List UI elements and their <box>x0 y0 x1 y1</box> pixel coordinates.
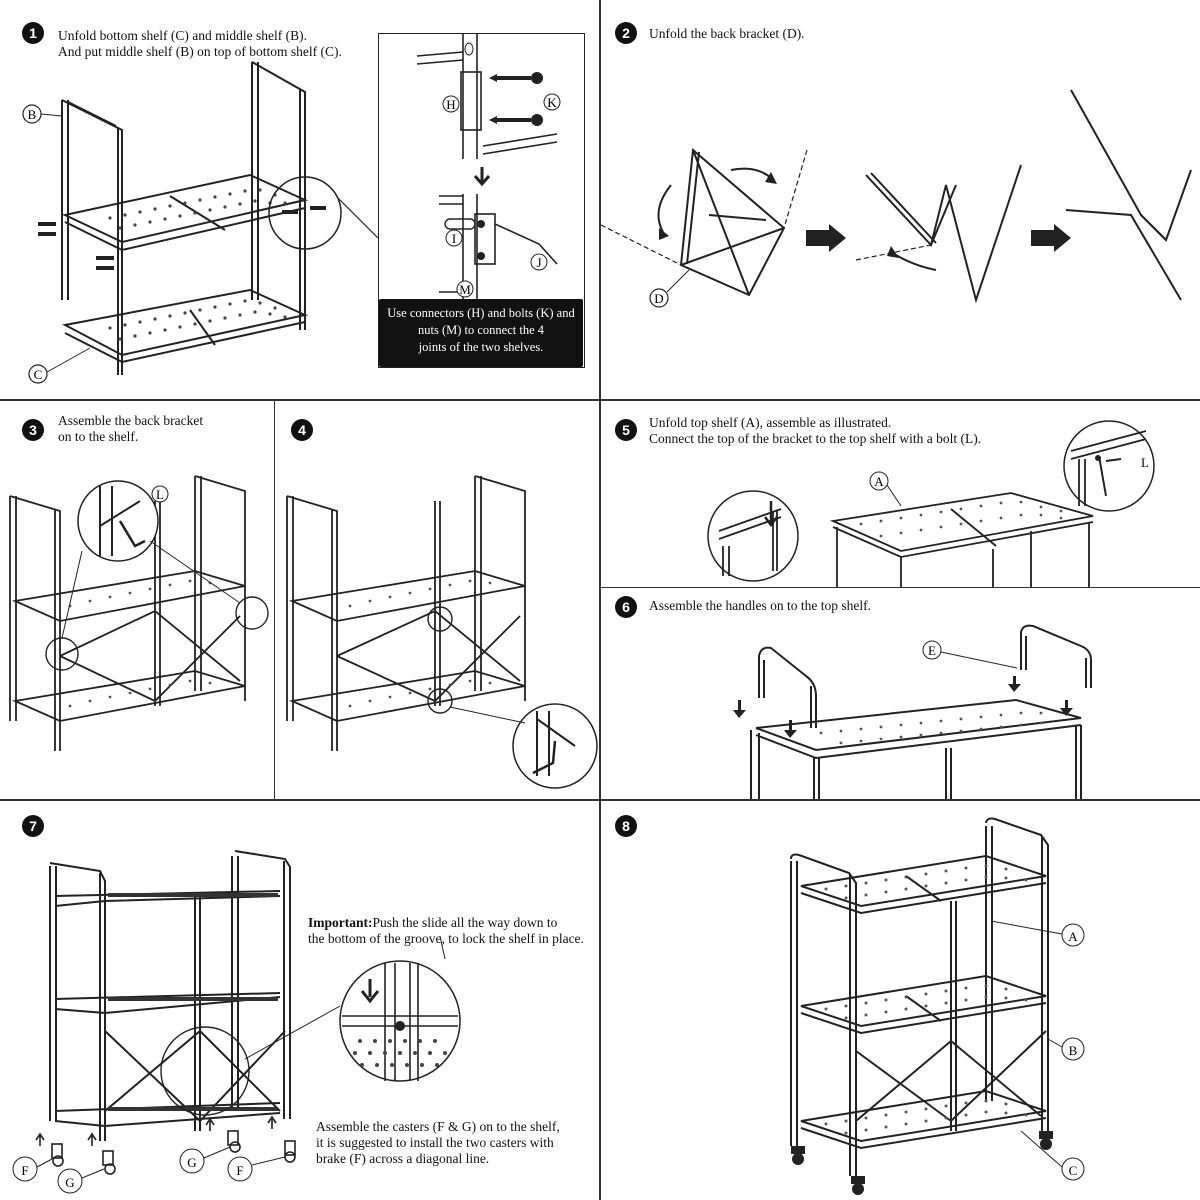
inset-label-m: M <box>459 282 471 297</box>
step-1-inset-diagram: H K I M J <box>416 34 561 304</box>
step-1-panel: 1 Unfold bottom shelf (C) and middle she… <box>0 0 599 399</box>
step-5-label-l: L <box>1141 455 1149 470</box>
step-6-label-e: E <box>928 643 936 658</box>
step-5-panel: 5 Unfold top shelf (A), assemble as illu… <box>601 401 1200 587</box>
step-2-bracket-illustration: D <box>600 89 1192 308</box>
divider-vertical-mid <box>599 400 601 800</box>
step-7-important-text: Push the slide all the way down to the b… <box>308 915 584 946</box>
inset-label-k: K <box>547 95 557 110</box>
step-7-illustration: F G G F <box>12 850 461 1194</box>
inset-label-j: J <box>536 255 541 270</box>
step-8-label-a: A <box>1068 929 1078 944</box>
step-3-panel: 3 Assemble the back bracket on to the sh… <box>0 401 274 799</box>
step-7-important-note: Important:Push the slide all the way dow… <box>308 899 598 947</box>
step-2-caption: Unfold the back bracket (D). <box>649 26 805 41</box>
step-1-shelf-illustration: B C <box>22 61 379 384</box>
step-3-label-l: L <box>156 487 164 502</box>
step-7-panel: 7 Important:Push the slide all the way d… <box>0 801 599 1200</box>
step-1-caption: Unfold bottom shelf (C) and middle shelf… <box>58 28 342 59</box>
step-8-label-c: C <box>1069 1163 1078 1178</box>
step-6-caption: Assemble the handles on to the top shelf… <box>649 598 871 613</box>
step-3-caption: Assemble the back bracket on to the shel… <box>58 413 204 444</box>
step-7-label-g2: G <box>187 1155 196 1170</box>
step-3-number: 3 <box>22 419 44 441</box>
step-5-caption: Unfold top shelf (A), assemble as illust… <box>649 415 982 446</box>
step-4-panel: 4 <box>275 401 599 799</box>
label-c-text: C <box>34 367 43 382</box>
divider-vertical-mid-left <box>274 400 275 800</box>
step-8-illustration: A B C <box>790 817 1085 1195</box>
step-2-panel: 2 Unfold the back bracket (D). <box>600 0 1200 399</box>
label-d-text: D <box>654 291 663 306</box>
label-b-text: B <box>28 107 37 122</box>
step-7-important-label: Important: <box>308 915 373 930</box>
step-6-illustration: E <box>733 624 1092 799</box>
divider-vertical-top <box>599 0 601 400</box>
step-7-label-f2: F <box>236 1163 243 1178</box>
step-6-panel: 6 Assemble the handles on to the top she… <box>601 588 1200 799</box>
inset-label-h: H <box>446 97 455 112</box>
step-4-illustration <box>286 475 598 789</box>
divider-horizontal-5-6 <box>600 587 1200 588</box>
step-7-casters-text: Assemble the casters (F & G) on to the s… <box>316 1119 560 1166</box>
step-7-label-f1: F <box>21 1163 28 1178</box>
label-c-circle <box>28 364 48 384</box>
step-7-number: 7 <box>22 815 44 837</box>
step-4-number: 4 <box>291 419 313 441</box>
step-6-number: 6 <box>615 596 637 618</box>
step-1-inset: H K I M J Use connectors (H) and bolts (… <box>378 33 585 368</box>
step-2-number: 2 <box>615 22 637 44</box>
divider-vertical-bottom <box>599 800 601 1200</box>
step-8-label-b: B <box>1069 1043 1078 1058</box>
step-1-inset-note: Use connectors (H) and bolts (K) and nut… <box>379 299 583 367</box>
step-8-number: 8 <box>615 815 637 837</box>
step-5-number: 5 <box>615 419 637 441</box>
step-5-label-a: A <box>874 474 884 489</box>
step-8-panel: 8 A B C <box>601 801 1200 1200</box>
step-7-label-g1: G <box>65 1175 74 1190</box>
step-5-illustration: L A <box>707 420 1155 587</box>
step-3-illustration: L <box>9 475 269 751</box>
step-1-number: 1 <box>22 22 44 44</box>
inset-label-i: I <box>452 231 456 246</box>
